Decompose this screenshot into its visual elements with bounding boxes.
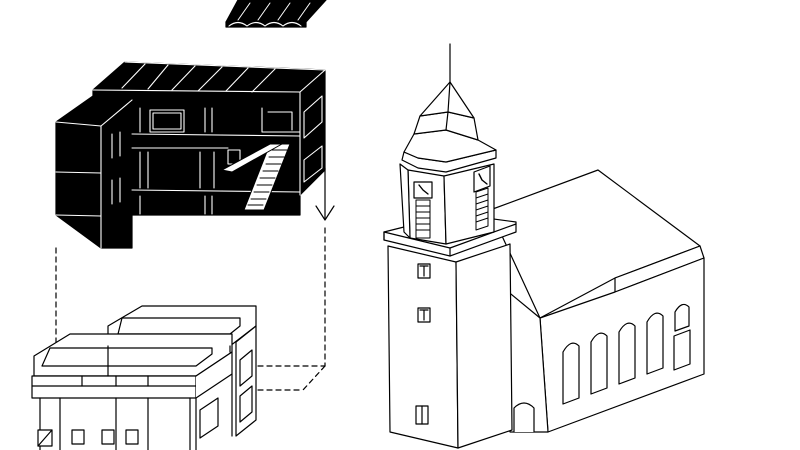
open-frame-structure — [31, 305, 257, 450]
nave-side-door — [673, 329, 691, 371]
church — [383, 43, 705, 449]
insert-volume — [55, 61, 326, 249]
nave-windows — [562, 303, 690, 405]
insert-staircase — [221, 143, 291, 211]
roof-cap-module — [225, 0, 327, 28]
tower-spire — [403, 43, 497, 163]
dashed-guide-lines — [55, 227, 326, 391]
belfry-corner — [399, 163, 411, 239]
nave-end-door — [513, 402, 535, 433]
belfry-louvers — [415, 187, 489, 239]
clock-icon — [413, 165, 491, 199]
tower-side-face — [455, 243, 513, 449]
tower-openings — [415, 263, 431, 425]
move-arrow — [315, 167, 335, 221]
